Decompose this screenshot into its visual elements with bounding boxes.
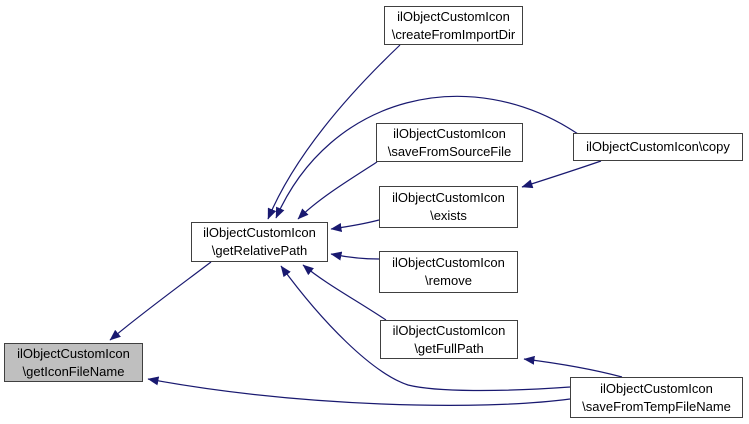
- edge-saveFromTempFileName-getRelativePath: [280, 265, 571, 392]
- edge-copy-getRelativePath: [275, 95, 579, 219]
- node-label: ilObjectCustomIcon: [393, 125, 506, 141]
- node-label: ilObjectCustomIcon: [392, 255, 505, 270]
- edge-saveFromTempFileName-getFullPath: [523, 355, 623, 378]
- node-label: \saveFromTempFileName: [582, 398, 731, 414]
- node-label: ilObjectCustomIcon: [397, 8, 510, 24]
- node-label: \getIconFileName: [22, 363, 125, 379]
- edge-exists-getRelativePath: [330, 219, 380, 232]
- node-label: \exists: [430, 208, 467, 223]
- edge-getFullPath-getRelativePath: [302, 264, 387, 321]
- node-get-full-path[interactable]: ilObjectCustomIcon \getFullPath: [380, 320, 518, 359]
- node-remove[interactable]: ilObjectCustomIcon \remove: [379, 251, 518, 293]
- node-label: \getFullPath: [414, 340, 484, 356]
- node-get-icon-file-name[interactable]: ilObjectCustomIcon \getIconFileName: [4, 343, 143, 382]
- node-label: ilObjectCustomIcon: [203, 225, 316, 240]
- edge-copy-exists: [521, 160, 602, 189]
- node-save-from-temp-file-name[interactable]: ilObjectCustomIcon \saveFromTempFileName: [570, 377, 743, 418]
- node-copy[interactable]: ilObjectCustomIcon\copy: [573, 133, 743, 161]
- node-save-from-source-file[interactable]: ilObjectCustomIcon \saveFromSourceFile: [376, 123, 523, 162]
- node-label: \saveFromSourceFile: [387, 143, 512, 159]
- edge-saveFromTempFileName-getIconFileName: [147, 376, 571, 406]
- node-label: ilObjectCustomIcon: [600, 380, 713, 396]
- edge-getRelativePath-getIconFileName: [109, 261, 212, 341]
- node-label: ilObjectCustomIcon: [392, 322, 506, 338]
- node-label: \createFromImportDir: [391, 26, 516, 42]
- edge-remove-getRelativePath: [330, 251, 380, 261]
- node-label: \getRelativePath: [211, 243, 308, 258]
- node-label: ilObjectCustomIcon\copy: [586, 139, 730, 154]
- node-exists[interactable]: ilObjectCustomIcon \exists: [379, 186, 518, 228]
- edge-createFromImportDir-getRelativePath: [267, 44, 401, 220]
- node-label: ilObjectCustomIcon: [392, 190, 505, 205]
- node-create-from-import-dir[interactable]: ilObjectCustomIcon \createFromImportDir: [384, 6, 523, 45]
- node-get-relative-path[interactable]: ilObjectCustomIcon \getRelativePath: [191, 222, 328, 262]
- node-label: \remove: [425, 273, 472, 288]
- edge-saveFromSourceFile-getRelativePath: [297, 161, 378, 220]
- node-label: ilObjectCustomIcon: [17, 345, 130, 361]
